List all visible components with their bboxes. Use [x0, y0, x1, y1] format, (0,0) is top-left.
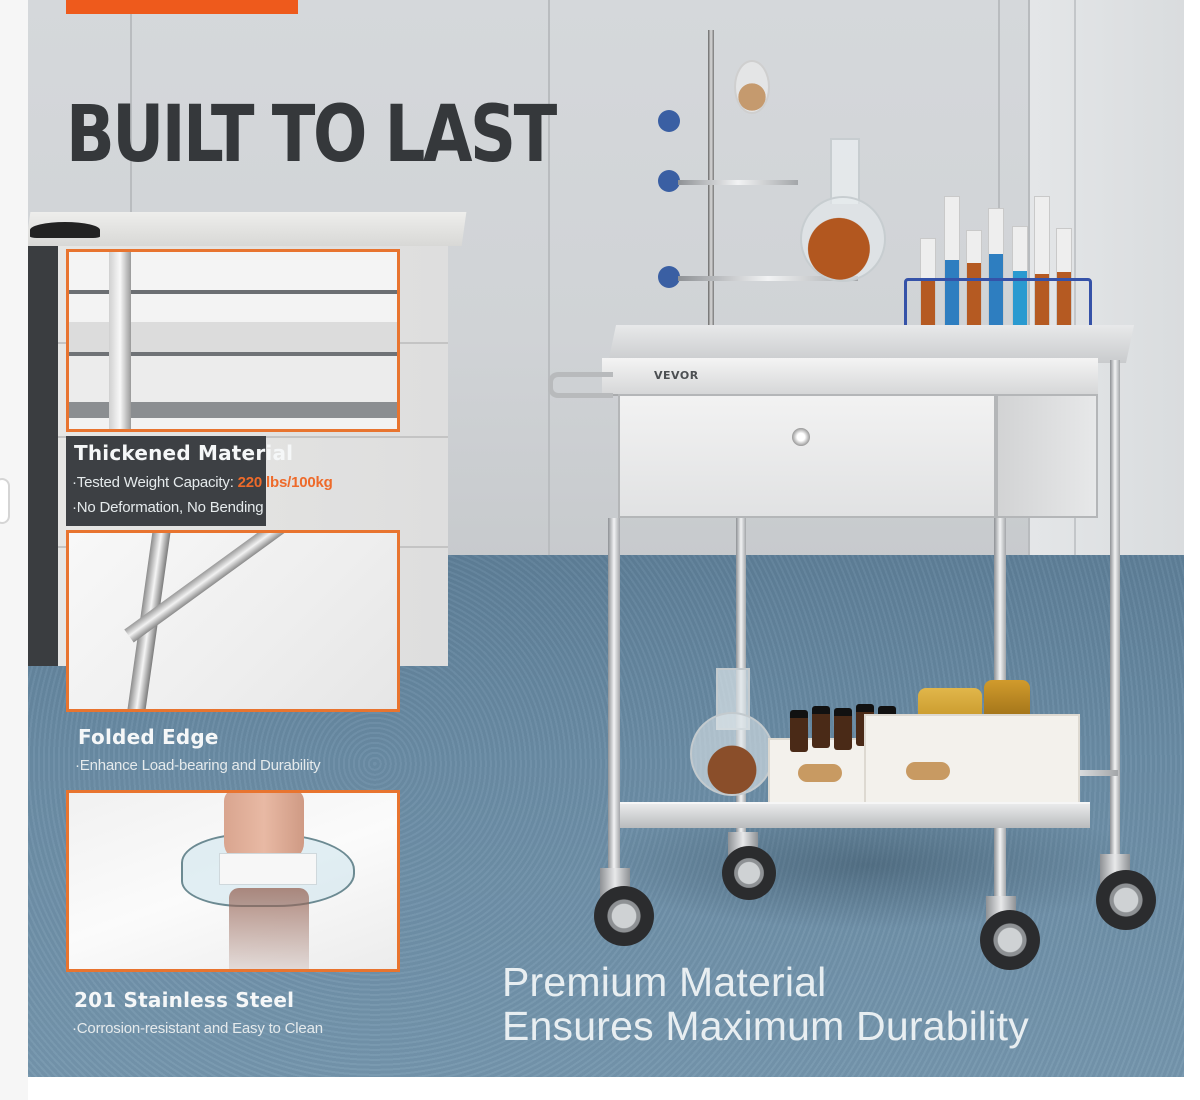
round-bottom-flask — [800, 138, 886, 288]
small-round-flask — [734, 60, 770, 114]
weight-capacity-value: 220 lbs/100kg — [237, 474, 333, 491]
caster-wheel — [1096, 870, 1156, 930]
feature-title-stainless-steel: 201 Stainless Steel — [74, 988, 295, 1012]
caster-wheel — [980, 910, 1040, 970]
folded-edge-photo — [66, 530, 400, 712]
product-image: BUILT TO LAST Thickened Material ·Tested… — [28, 0, 1184, 1077]
bottom-shelf-flask — [690, 668, 774, 796]
clamp-knob — [658, 110, 680, 132]
callout-backdrop — [66, 436, 266, 526]
page-left-margin — [0, 0, 28, 1100]
tagline-line-1: Premium Material — [502, 959, 827, 1005]
feature-detail-weight-capacity: ·Tested Weight Capacity: 220 lbs/100kg — [72, 474, 333, 491]
feature-title-thickened-material: Thickened Material — [74, 441, 294, 465]
ring-stand-rod — [708, 30, 714, 342]
tagline: Premium Material Ensures Maximum Durabil… — [502, 960, 1029, 1048]
drawer-knob — [792, 428, 810, 446]
cart-leg — [608, 518, 620, 918]
lab-cart: VEVOR — [548, 20, 1156, 970]
storage-bin — [864, 714, 1080, 814]
feature-detail-corrosion-resistant: ·Corrosion-resistant and Easy to Clean — [72, 1020, 323, 1037]
cart-leg — [1110, 360, 1120, 880]
clamp-knob — [658, 170, 680, 192]
thickened-material-photo — [66, 249, 400, 432]
caster-wheel — [722, 846, 776, 900]
cart-side-panel — [996, 394, 1098, 518]
clamp-knob — [658, 266, 680, 288]
feature-detail-no-deformation: ·No Deformation, No Bending — [72, 499, 264, 516]
caster-wheel — [594, 886, 654, 946]
headline: BUILT TO LAST — [66, 90, 557, 180]
tagline-line-2: Ensures Maximum Durability — [502, 1003, 1029, 1049]
cart-push-handle — [548, 372, 613, 398]
feature-detail-load-bearing: ·Enhance Load-bearing and Durability — [75, 757, 321, 774]
feature-title-folded-edge: Folded Edge — [78, 725, 219, 749]
cart-bottom-shelf — [620, 802, 1090, 828]
stainless-steel-photo — [66, 790, 400, 972]
computer-mouse — [30, 222, 100, 238]
brand-tab-accent — [66, 0, 298, 14]
cart-drawer — [618, 394, 996, 518]
brand-logo: VEVOR — [654, 369, 699, 382]
carousel-prev-button[interactable] — [0, 478, 10, 524]
